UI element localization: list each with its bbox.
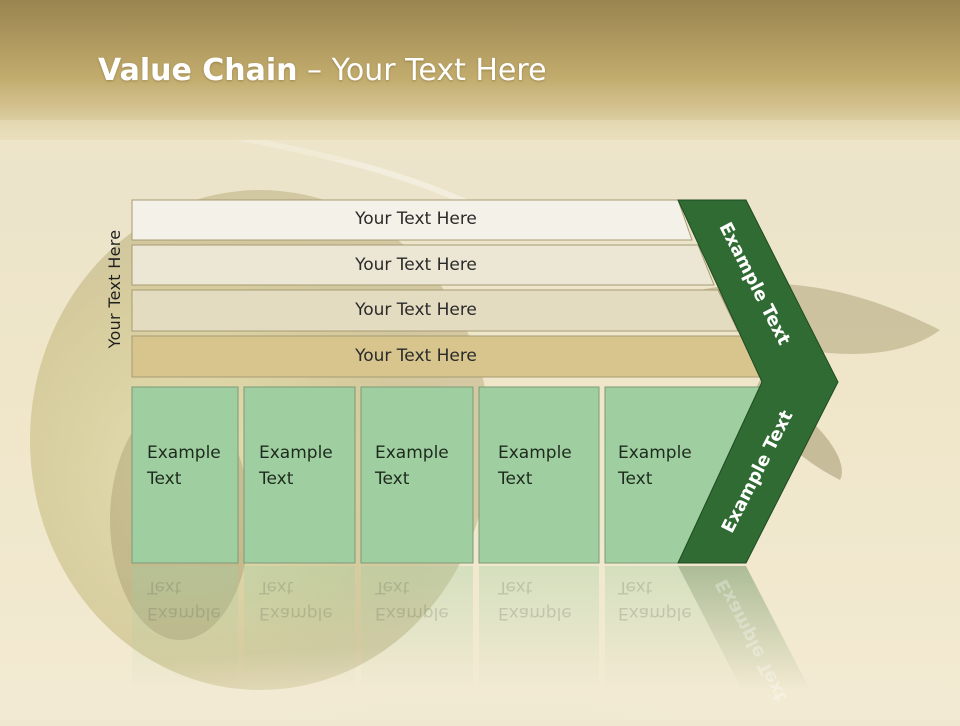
reflection-4 <box>479 566 599 686</box>
column-box-4 <box>478 386 600 564</box>
reflection-1 <box>132 566 238 686</box>
column-reflection-text-2: Example Text <box>259 574 333 626</box>
row-label-2: Your Text Here <box>355 255 477 275</box>
column-text-5-line2: Text <box>618 469 653 489</box>
column-reflection-text-5: Example Text <box>618 574 692 626</box>
column-text-2-line2: Text <box>259 469 294 489</box>
column-text-4-line2: Text <box>498 469 533 489</box>
column-text-4-line1: Example <box>498 443 572 463</box>
column-reflection-text-4: Example Text <box>498 574 572 626</box>
row-bar-2 <box>131 244 715 286</box>
column-box-2 <box>243 386 356 564</box>
column-text-1-line2: Text <box>147 469 182 489</box>
column-text-5: Example Text <box>618 440 692 492</box>
row-label-1: Your Text Here <box>355 209 477 229</box>
chevron-arrow <box>677 199 839 564</box>
column-text-2: Example Text <box>259 440 333 492</box>
column-reflection-1-line2: Text <box>147 577 182 597</box>
reflection-3 <box>361 566 473 686</box>
reflection-arrow <box>678 566 810 690</box>
column-text-2-line1: Example <box>259 443 333 463</box>
title-bold: Value Chain <box>98 53 298 88</box>
column-text-1: Example Text <box>147 440 221 492</box>
column-reflection-4-line2: Text <box>498 577 533 597</box>
column-box-1 <box>131 386 239 564</box>
reflection-2 <box>244 566 355 686</box>
column-text-3: Example Text <box>375 440 449 492</box>
column-text-1-line1: Example <box>147 443 221 463</box>
column-box-3 <box>360 386 474 564</box>
column-reflection-3-line1: Example <box>375 603 449 623</box>
slide-title: Value Chain – Your Text Here <box>98 53 547 97</box>
column-reflection-3-line2: Text <box>375 577 410 597</box>
column-text-5-line1: Example <box>618 443 692 463</box>
row-label-3: Your Text Here <box>355 300 477 320</box>
row-bar-1 <box>131 199 693 241</box>
column-text-3-line2: Text <box>375 469 410 489</box>
column-reflection-2-line2: Text <box>259 577 294 597</box>
column-reflection-text-3: Example Text <box>375 574 449 626</box>
title-rest: – Your Text Here <box>297 53 547 88</box>
column-reflection-5-line2: Text <box>618 577 653 597</box>
column-reflection-4-line1: Example <box>498 603 572 623</box>
column-reflection-1-line1: Example <box>147 603 221 623</box>
reflection-5 <box>605 566 740 686</box>
column-reflection-text-1: Example Text <box>147 574 221 626</box>
column-text-4: Example Text <box>498 440 572 492</box>
column-reflection-5-line1: Example <box>618 603 692 623</box>
row-label-4: Your Text Here <box>355 346 477 366</box>
column-reflection-2-line1: Example <box>259 603 333 623</box>
column-text-3-line1: Example <box>375 443 449 463</box>
